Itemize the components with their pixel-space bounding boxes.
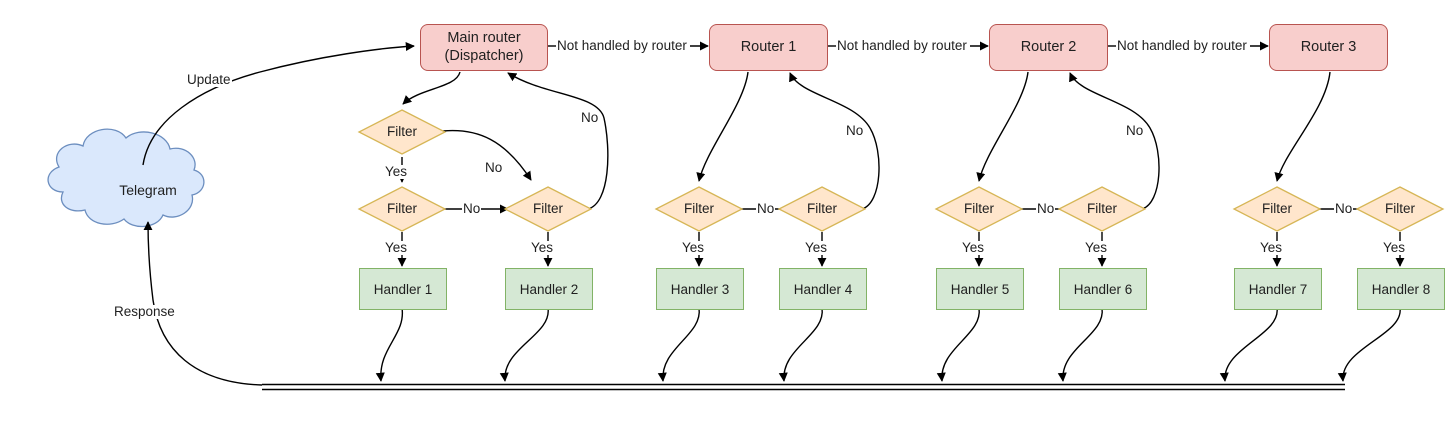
edge-router1-to-filter-d — [696, 71, 749, 182]
handler-7-label: Handler 7 — [1248, 281, 1308, 297]
edge-label-no-8: No — [1334, 201, 1354, 216]
filter-c-shape — [503, 186, 593, 232]
handler-handler-1[interactable]: Handler 1 — [359, 268, 447, 310]
filter-e-shape — [777, 186, 867, 232]
edge-label-yes-3: Yes — [530, 240, 555, 255]
edge-handler8-to-bus — [1337, 307, 1401, 382]
edge-main-to-filter-a — [402, 71, 461, 105]
edge-label-yes-1: Yes — [384, 164, 409, 179]
edge-handler3-to-bus — [657, 307, 700, 382]
router-router-2[interactable]: Router 2 — [989, 24, 1108, 71]
handler-handler-3[interactable]: Handler 3 — [656, 268, 744, 310]
edge-filter-a-no-filter-c — [442, 129, 532, 181]
filter-g-label: Filter — [1087, 201, 1117, 216]
handler-handler-8[interactable]: Handler 8 — [1357, 268, 1445, 310]
filter-f-shape — [934, 186, 1024, 232]
handler-8-label: Handler 8 — [1371, 281, 1431, 297]
edge-label-yes-2: Yes — [384, 240, 409, 255]
edge-label-no-7: No — [1125, 123, 1145, 138]
filter-i-shape — [1355, 186, 1445, 232]
filter-e-label: Filter — [807, 201, 837, 216]
edge-label-update: Update — [186, 72, 232, 87]
edge-label-no-4: No — [756, 201, 776, 216]
edge-label-yes-5: Yes — [804, 240, 829, 255]
edge-filter-e-no-router1 — [789, 72, 880, 210]
edge-label-yes-9: Yes — [1382, 240, 1407, 255]
edge-label-no-2: No — [462, 201, 482, 216]
edge-router2-to-filter-f — [976, 71, 1029, 182]
filter-f-label: Filter — [964, 201, 994, 216]
handler-2-label: Handler 2 — [519, 281, 579, 297]
filter-g-shape — [1057, 186, 1147, 232]
filter-a-shape — [357, 109, 447, 155]
router-router-3[interactable]: Router 3 — [1269, 24, 1388, 71]
edge-handler6-to-bus — [1057, 307, 1103, 382]
router-main-label-line1: Main router — [447, 30, 521, 47]
edge-label-yes-7: Yes — [1084, 240, 1109, 255]
telegram-cloud-shape — [47, 128, 205, 228]
edge-label-yes-4: Yes — [681, 240, 706, 255]
telegram-cloud-label: Telegram — [119, 182, 177, 198]
router-router-1[interactable]: Router 1 — [709, 24, 828, 71]
handler-1-label: Handler 1 — [373, 281, 433, 297]
edge-handler1-to-bus — [375, 307, 404, 382]
filter-b-shape — [357, 186, 447, 232]
handler-handler-2[interactable]: Handler 2 — [505, 268, 593, 310]
edge-label-no-5: No — [845, 123, 865, 138]
edge-label-no-1: No — [484, 160, 504, 175]
handler-6-label: Handler 6 — [1073, 281, 1133, 297]
handler-3-label: Handler 3 — [670, 281, 730, 297]
edge-handler4-to-bus — [778, 307, 823, 382]
edge-filter-c-no-main-router — [507, 72, 609, 210]
edge-handler2-to-bus — [499, 307, 549, 382]
edge-handler5-to-bus — [936, 307, 980, 382]
router-main-label-line2: (Dispatcher) — [444, 47, 524, 64]
filter-h-shape — [1232, 186, 1322, 232]
edge-router3-to-filter-h — [1274, 71, 1331, 182]
edge-filter-g-no-router2 — [1069, 72, 1160, 210]
handler-handler-7[interactable]: Handler 7 — [1234, 268, 1322, 310]
router-3-label: Router 3 — [1300, 38, 1357, 55]
filter-c-label: Filter — [533, 201, 563, 216]
edge-label-no-6: No — [1036, 201, 1056, 216]
filter-d-label: Filter — [684, 201, 714, 216]
router-main-router[interactable]: Main router (Dispatcher) — [420, 24, 548, 71]
handler-handler-6[interactable]: Handler 6 — [1059, 268, 1147, 310]
edge-label-yes-8: Yes — [1259, 240, 1284, 255]
edge-label-yes-6: Yes — [961, 240, 986, 255]
edge-update — [142, 41, 415, 166]
handler-handler-4[interactable]: Handler 4 — [779, 268, 867, 310]
router-1-label: Router 1 — [740, 38, 797, 55]
edge-handler7-to-bus — [1219, 307, 1278, 382]
router-2-label: Router 2 — [1020, 38, 1077, 55]
filter-i-label: Filter — [1385, 201, 1415, 216]
filter-b-label: Filter — [387, 201, 417, 216]
handler-4-label: Handler 4 — [793, 281, 853, 297]
filter-h-label: Filter — [1262, 201, 1292, 216]
edge-label-no-3: No — [580, 110, 600, 125]
edge-label-not-handled-1: Not handled by router — [556, 38, 688, 53]
filter-d-shape — [654, 186, 744, 232]
edge-label-response: Response — [113, 304, 176, 319]
edge-label-not-handled-3: Not handled by router — [1116, 38, 1248, 53]
filter-a-label: Filter — [387, 124, 417, 139]
handler-5-label: Handler 5 — [950, 281, 1010, 297]
handler-handler-5[interactable]: Handler 5 — [936, 268, 1024, 310]
edge-label-not-handled-2: Not handled by router — [836, 38, 968, 53]
